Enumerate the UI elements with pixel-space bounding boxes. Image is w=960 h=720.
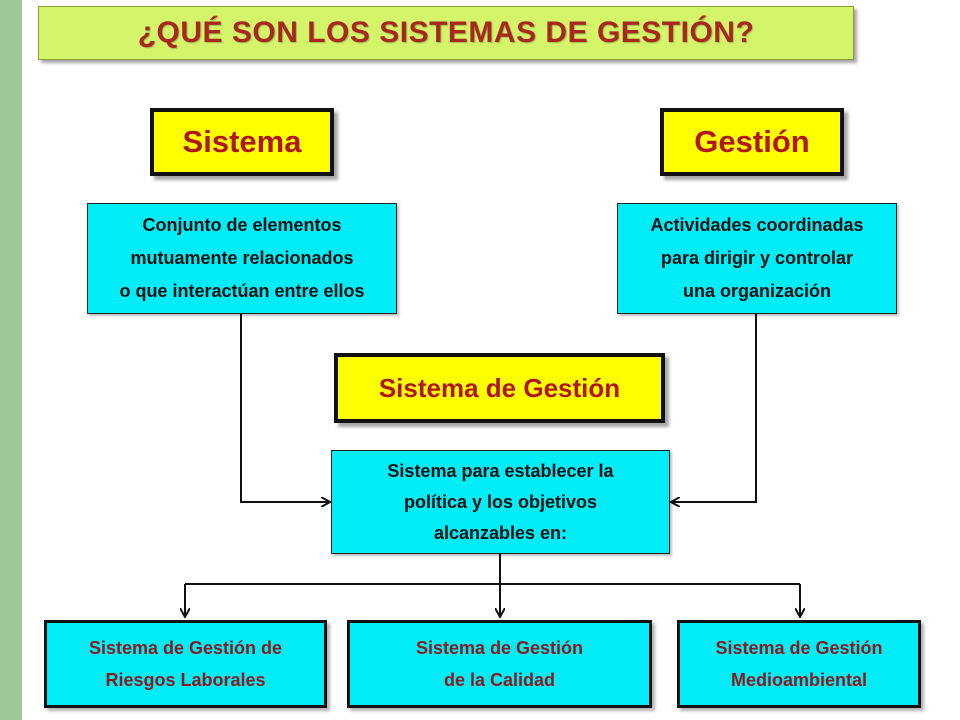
type-line: Riesgos Laborales [105, 670, 266, 690]
sistema-gestion-definition-line: alcanzables en: [433, 522, 568, 543]
gestion-label-box: Gestión [660, 108, 844, 176]
sistema-gestion-definition-box: Sistema para establecer la política y lo… [331, 450, 670, 554]
type-line: Sistema de Gestión [715, 638, 883, 658]
type-line: Sistema de Gestión de [88, 638, 283, 658]
gestion-definition-line: una organización [682, 281, 831, 301]
sistema-gestion-definition-line: Sistema para establecer la [387, 460, 614, 481]
riesgos-laborales-box: Sistema de Gestión de Riesgos Laborales [44, 620, 327, 708]
sistema-label-box: Sistema [150, 108, 334, 176]
type-line: Medioambiental [730, 670, 868, 690]
sistema-definition-line: o que interactúan entre ellos [119, 281, 365, 301]
sistema-gestion-label-box: Sistema de Gestión [334, 353, 665, 423]
page-title: ¿QUÉ SON LOS SISTEMAS DE GESTIÓN? [137, 16, 755, 49]
medioambiental-box: Sistema de Gestión Medioambiental [677, 620, 921, 708]
type-line: Sistema de Gestión [415, 638, 584, 658]
sistema-connector-arrow [240, 314, 329, 502]
gestion-definition-line: Actividades coordinadas [650, 215, 864, 235]
title-banner: ¿QUÉ SON LOS SISTEMAS DE GESTIÓN? [38, 6, 854, 60]
gestion-label: Gestión [694, 124, 810, 159]
sistema-definition-line: mutuamente relacionados [130, 248, 354, 268]
sistema-definition-box: Conjunto de elementos mutuamente relacio… [87, 203, 397, 314]
sistema-gestion-definition-line: política y los objetivos [403, 491, 598, 512]
type-line: de la Calidad [443, 670, 556, 690]
gestion-connector-arrow [672, 314, 757, 502]
side-accent-bar [0, 0, 22, 720]
gestion-definition-line: para dirigir y controlar [660, 248, 854, 268]
sistema-label: Sistema [182, 124, 302, 159]
sistema-gestion-label: Sistema de Gestión [378, 372, 621, 403]
sistema-definition-line: Conjunto de elementos [142, 215, 342, 235]
calidad-box: Sistema de Gestión de la Calidad [347, 620, 652, 708]
gestion-definition-box: Actividades coordinadas para dirigir y c… [617, 203, 897, 314]
